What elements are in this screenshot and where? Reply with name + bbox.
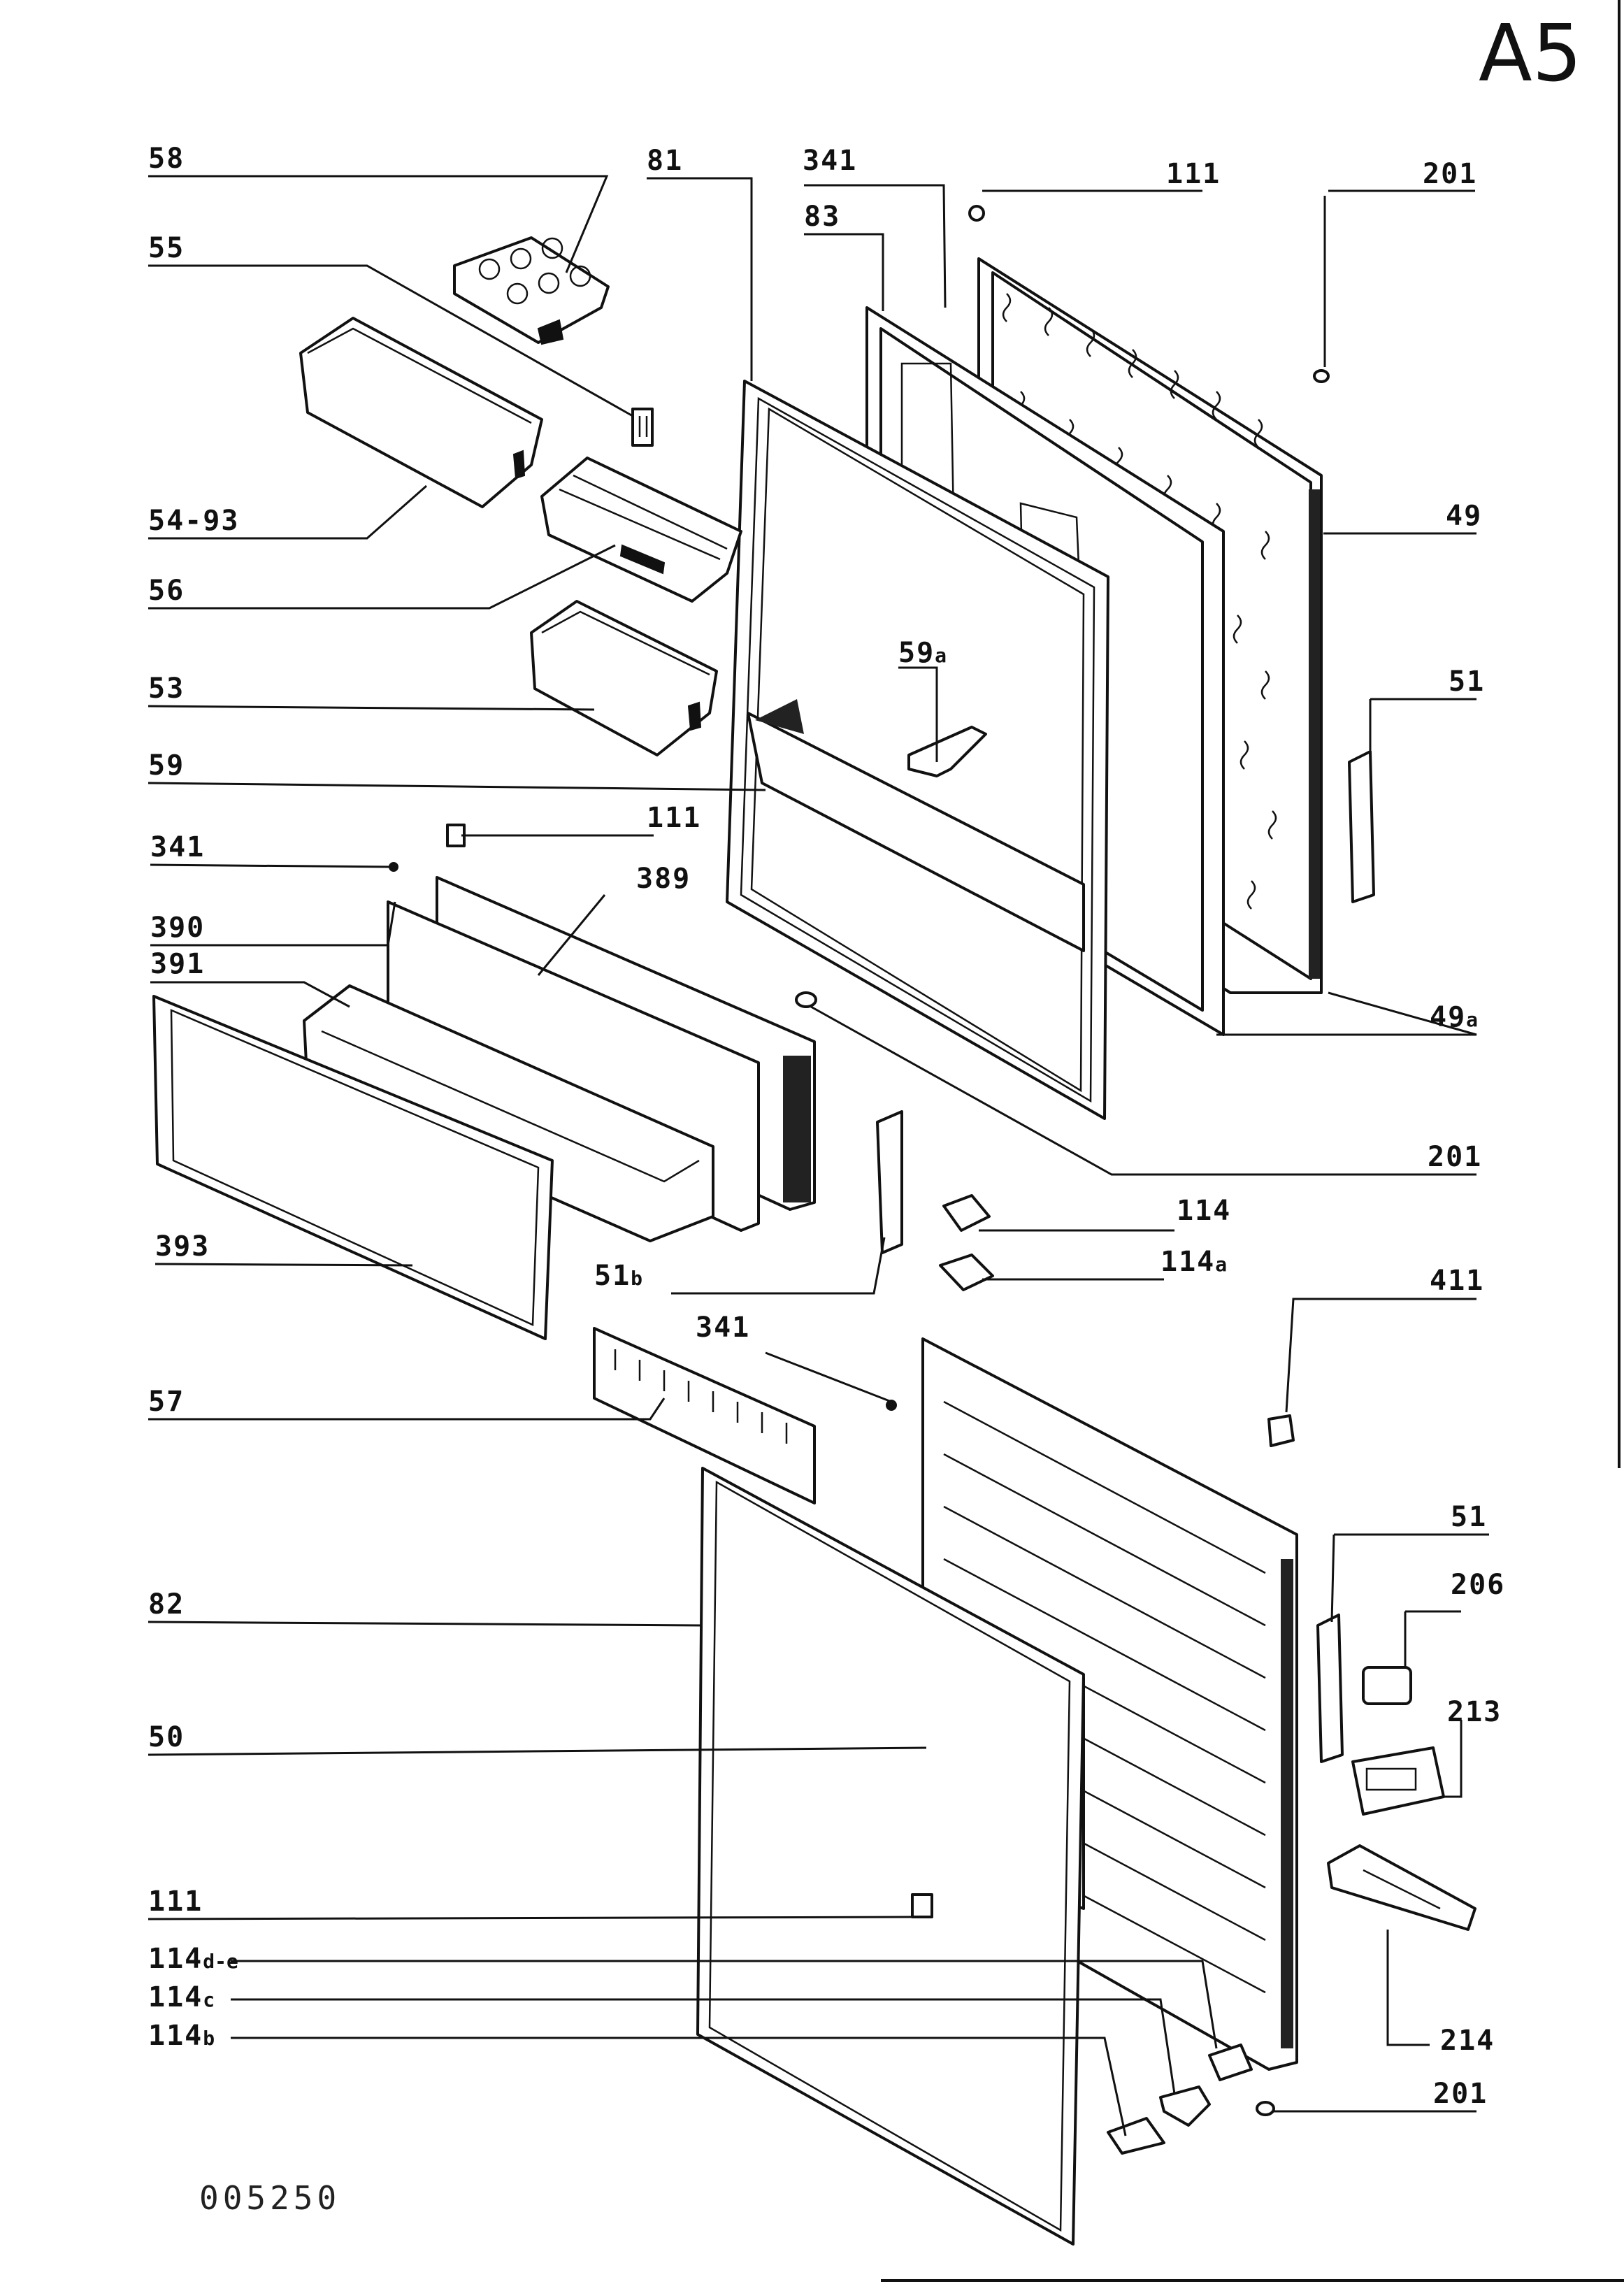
screw-341-low — [886, 1400, 897, 1411]
callout-55: 55 — [148, 232, 185, 264]
pin-201-upper — [1313, 369, 1330, 383]
callout-393: 393 — [155, 1230, 210, 1263]
hinge-part-114 — [942, 1194, 991, 1232]
hinge-cover-51b — [876, 1110, 903, 1254]
hinge-part-114a — [939, 1254, 994, 1291]
callout-111-mid: 111 — [647, 802, 701, 834]
tray-53 — [530, 600, 718, 756]
callout-54-93: 54-93 — [148, 505, 239, 537]
hinge-114c — [1159, 2085, 1211, 2127]
shelf-clip-59a — [907, 726, 987, 777]
callout-341-top: 341 — [803, 145, 857, 177]
bottle-holder-55 — [631, 408, 654, 447]
hinge-cap-411 — [1267, 1414, 1295, 1447]
sheet-title: A5 — [1479, 8, 1582, 99]
callout-labels: 58 55 54-93 56 53 59 59a 81 341 83 111 2… — [148, 143, 1505, 2110]
lower-door-gasket-82 — [696, 1467, 1085, 2246]
pin-201-mid — [795, 991, 817, 1008]
callout-201-top: 201 — [1423, 158, 1477, 190]
callout-57: 57 — [148, 1386, 185, 1418]
pin-201-low — [1256, 2101, 1275, 2116]
callout-201-low: 201 — [1433, 2078, 1488, 2110]
hinge-cover-51-low — [1316, 1614, 1344, 1763]
hinge-114de — [1208, 2044, 1253, 2081]
badge-206 — [1362, 1666, 1412, 1705]
callout-50: 50 — [148, 1721, 185, 1753]
hinge-114b — [1107, 2117, 1165, 2155]
door-shelf-59 — [747, 699, 1085, 952]
screw-111-low — [911, 1893, 933, 1918]
callout-114de: 114d-e — [148, 1943, 238, 1975]
callout-83: 83 — [804, 201, 840, 233]
hinge-cover-51-upper — [1348, 750, 1375, 903]
callout-59: 59 — [148, 749, 185, 782]
label-strip-57 — [593, 1327, 816, 1504]
callout-56: 56 — [148, 575, 185, 607]
callout-51b: 51b — [594, 1260, 642, 1292]
callout-114a: 114a — [1160, 1246, 1227, 1278]
butter-box-56 — [540, 457, 742, 603]
callout-49: 49 — [1446, 500, 1482, 532]
callout-81: 81 — [647, 145, 683, 177]
callout-114b: 114b — [148, 2020, 215, 2052]
screw-111-upper — [968, 205, 985, 222]
leader-lines — [148, 175, 1489, 2136]
callout-389: 389 — [636, 863, 691, 895]
callout-111-top: 111 — [1166, 158, 1221, 190]
callout-111-low: 111 — [148, 1886, 203, 1918]
document-number: 005250 — [199, 2179, 340, 2217]
freezer-gasket-393 — [152, 995, 554, 1340]
callout-206: 206 — [1451, 1569, 1505, 1601]
callout-341-low: 341 — [696, 1312, 750, 1344]
callout-201-mid: 201 — [1428, 1141, 1482, 1173]
callout-114: 114 — [1177, 1195, 1231, 1227]
callout-390: 390 — [150, 912, 205, 944]
callout-214: 214 — [1440, 2025, 1495, 2057]
callout-58: 58 — [148, 143, 185, 175]
callout-114c: 114c — [148, 1981, 215, 2013]
display-213 — [1351, 1746, 1445, 1816]
callout-59a: 59a — [898, 637, 947, 669]
callout-51-top: 51 — [1449, 666, 1485, 698]
callout-82: 82 — [148, 1588, 185, 1621]
callout-213: 213 — [1447, 1696, 1502, 1728]
callout-49a: 49a — [1430, 1001, 1478, 1033]
tray-54-93 — [299, 317, 543, 508]
callout-341-mid: 341 — [150, 831, 205, 863]
callout-391: 391 — [150, 948, 205, 980]
callout-51-low: 51 — [1451, 1501, 1487, 1533]
callout-53: 53 — [148, 673, 185, 705]
handle-214 — [1327, 1844, 1476, 1931]
callout-411: 411 — [1430, 1265, 1484, 1297]
